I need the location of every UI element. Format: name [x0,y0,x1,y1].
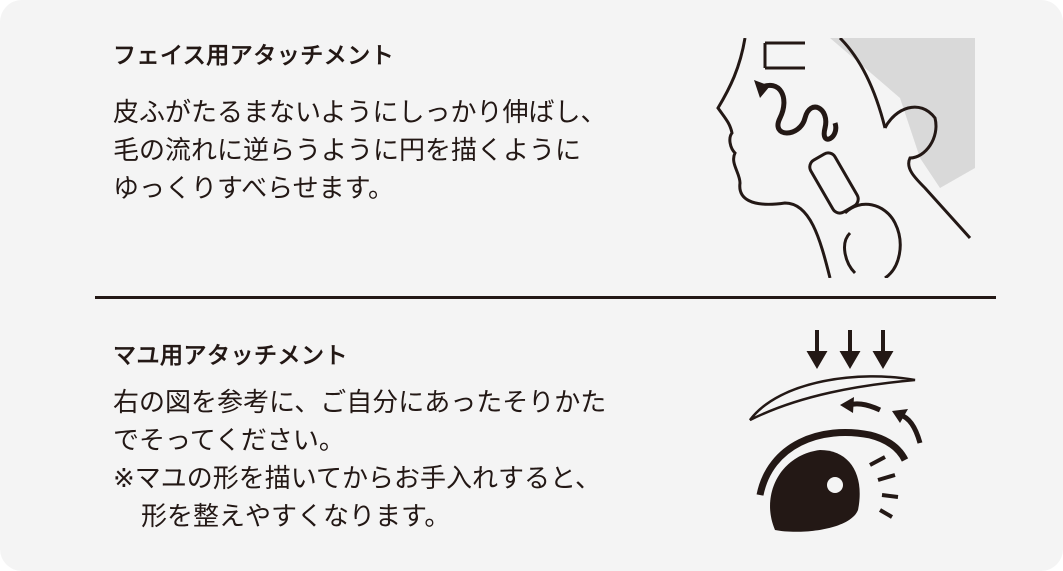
instruction-line: 形を整えやすくなります。 [141,502,451,532]
instruction-line: ※マユの形を描いてからお手入れすると、 [113,464,601,494]
section-divider [95,296,996,299]
face-attachment-title: フェイス用アタッチメント [113,43,395,69]
face-attachment-instructions: 皮ふがたるまないようにしっかり伸ばし、 毛の流れに逆らうように円を描くように ゆ… [113,94,606,208]
face-shaving-illustration [716,38,975,278]
eyebrow-shaving-illustration [749,330,923,532]
eyebrow-attachment-title: マユ用アタッチメント [113,343,348,369]
instruction-line: 毛の流れに逆らうように円を描くように [113,136,582,166]
instruction-line: でそってください。 [113,426,345,456]
instruction-line: 右の図を参考に、ご自分にあったそりかた [113,388,607,418]
instruction-line: 皮ふがたるまないようにしっかり伸ばし、 [113,98,607,128]
instruction-line: ゆっくりすべらせます。 [113,174,395,204]
eyebrow-attachment-instructions: 右の図を参考に、ご自分にあったそりかた でそってください。 ※マユの形を描いてか… [113,384,606,536]
